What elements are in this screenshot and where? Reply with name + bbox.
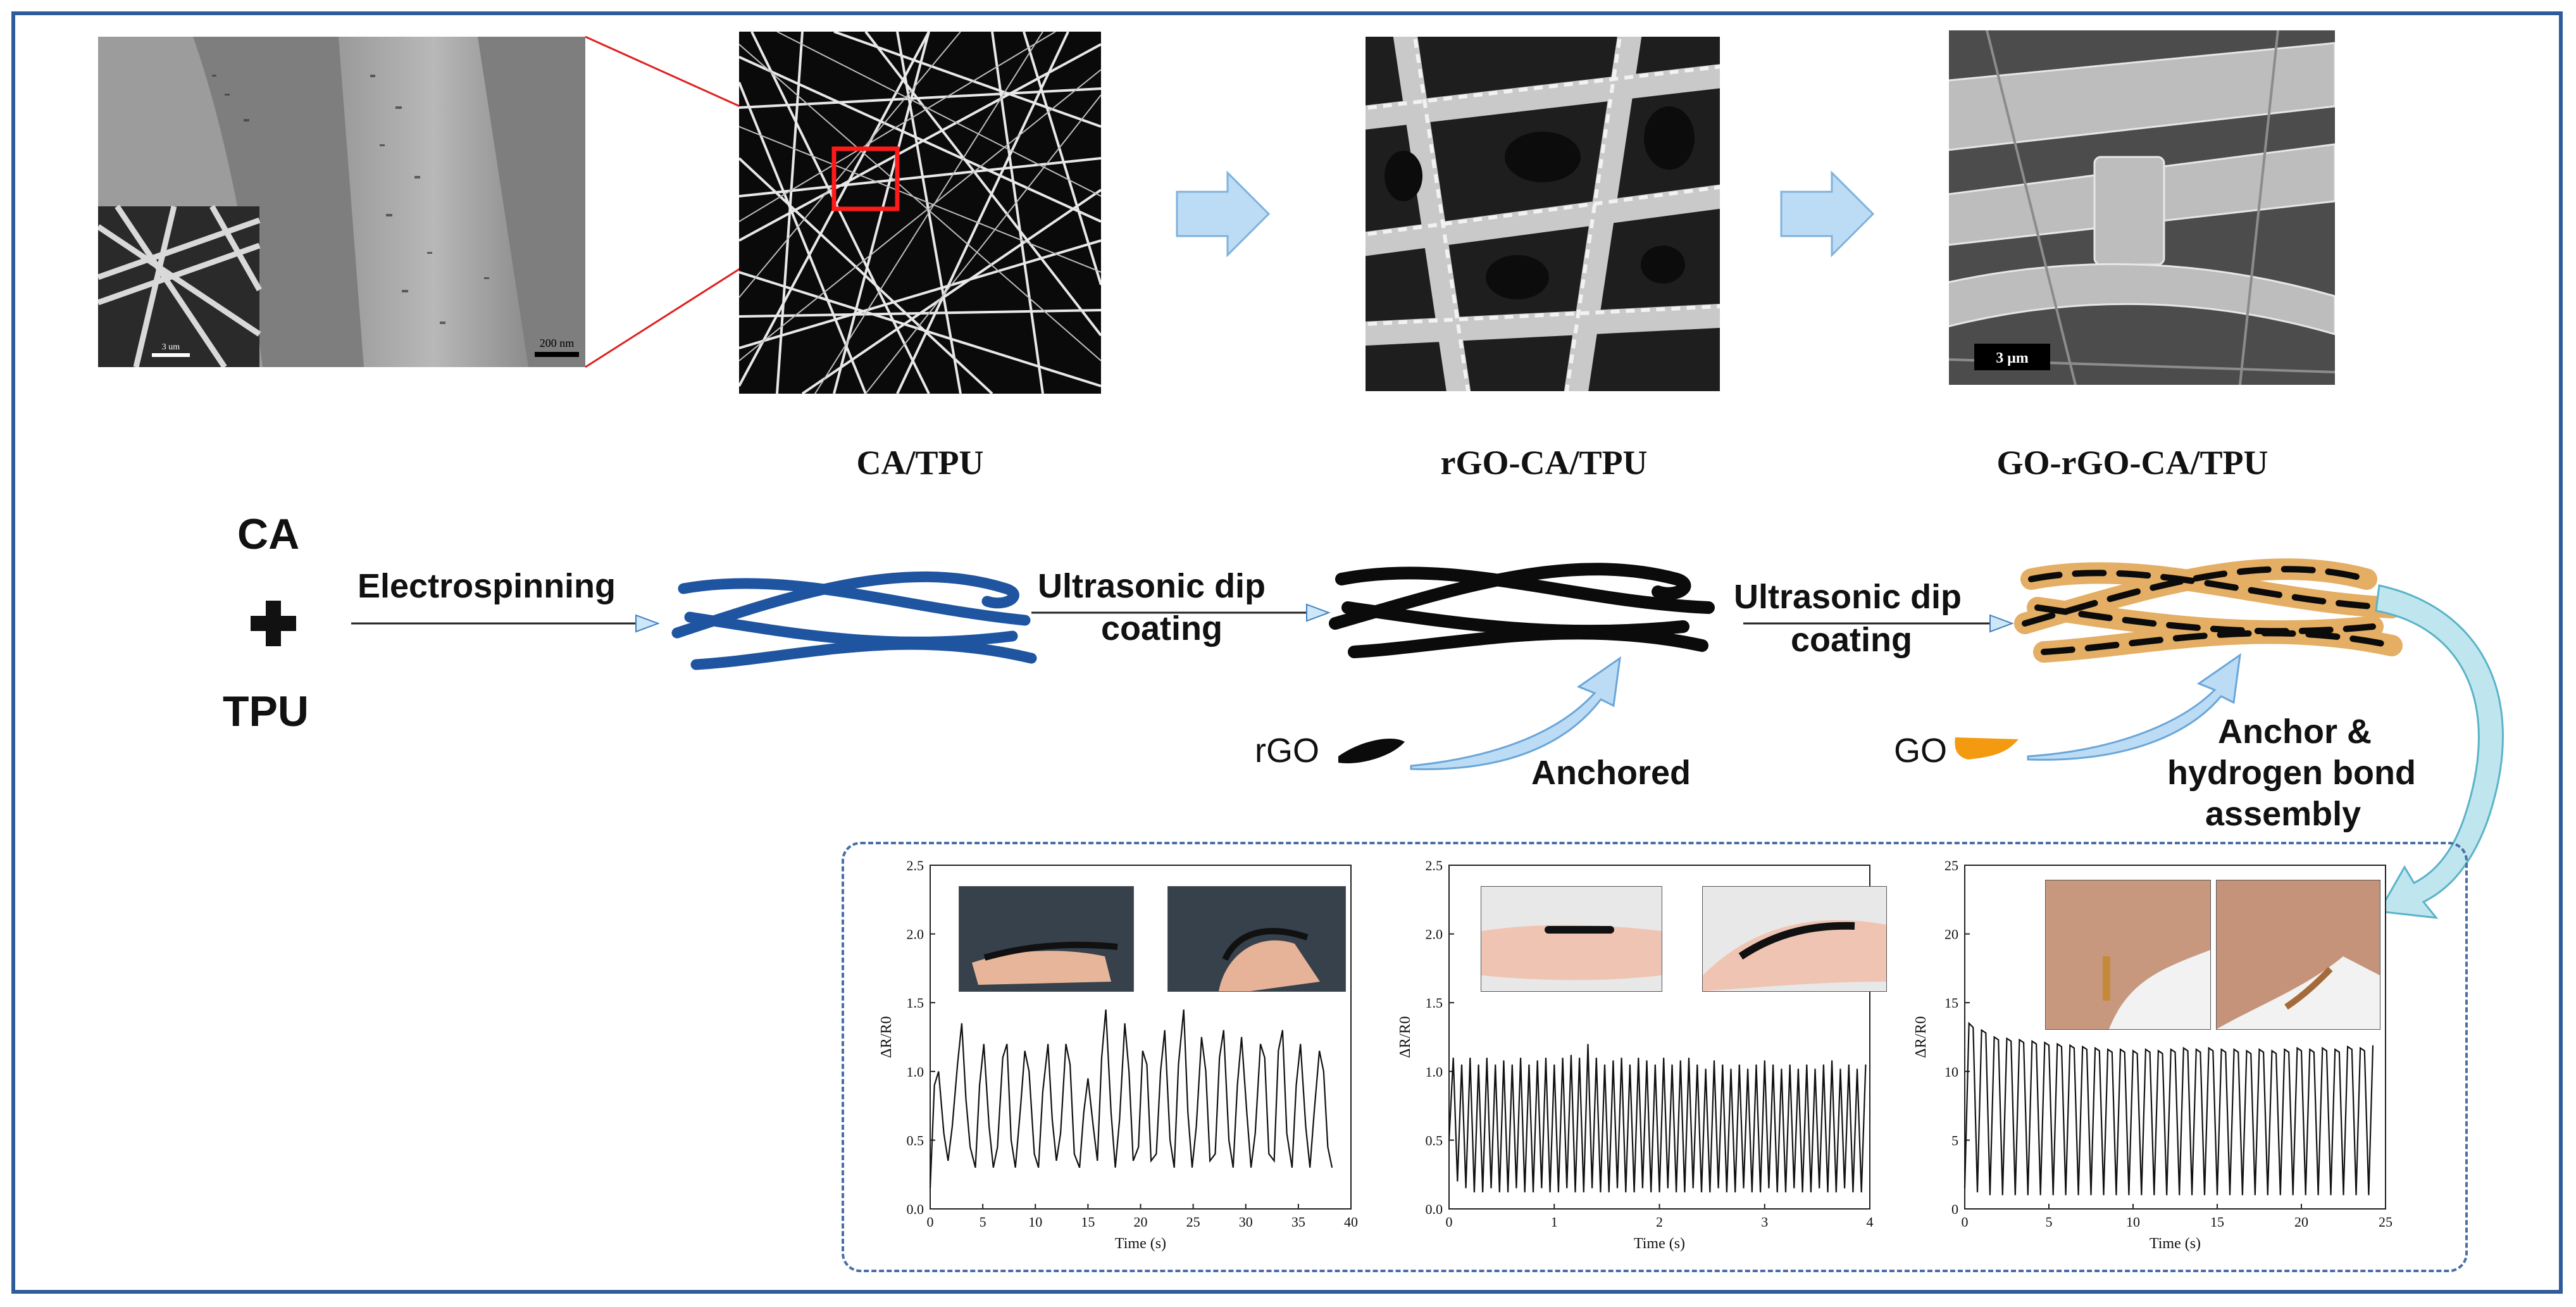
scale-bar-label-main: 200 nm [540,337,575,349]
photo-finger-straight [959,886,1134,992]
x-tick-label: 1 [1551,1214,1558,1230]
photo-knee-bent [2216,880,2380,1030]
y-tick-label: 15 [1944,995,1958,1011]
anchor-arrow-go [2027,653,2241,761]
x-tick-label: 10 [2126,1214,2140,1230]
y-axis-label: ΔR/R0 [1397,1016,1414,1058]
flow-arrow-1 [351,614,660,633]
step-dip-coating-1-line1: Ultrasonic dip [1038,567,1266,605]
y-tick-label: 1.0 [1426,1064,1443,1080]
x-tick-label: 25 [1186,1214,1200,1230]
step-dip-coating-2-line1: Ultrasonic dip [1734,578,1962,616]
sem-image-ca-tpu [739,32,1101,394]
flow-arrow-3 [1743,614,2014,633]
stage-label-go-rgo-ca-tpu: GO-rGO-CA/TPU [1996,444,2268,482]
x-tick-label: 3 [1761,1214,1768,1230]
plus-icon [251,601,296,646]
x-tick-label: 40 [1344,1214,1358,1230]
series-line [1963,1022,2374,1196]
y-tick-label: 0.0 [1426,1201,1443,1217]
x-tick-label: 15 [2210,1214,2224,1230]
photo-wrist-bent [1702,886,1887,992]
x-axis-label: Time (s) [1115,1235,1166,1252]
series-line [929,1009,1333,1189]
x-tick-label: 0 [1962,1214,1969,1230]
fibers-ca-tpu [671,571,1037,670]
x-tick-label: 5 [2046,1214,2053,1230]
y-tick-label: 0.5 [1426,1132,1443,1148]
process-arrow-1 [1176,170,1271,258]
x-tick-label: 2 [1656,1214,1663,1230]
anchor-arrow-rgo [1410,656,1621,770]
y-tick-label: 0 [1951,1201,1958,1217]
x-tick-label: 20 [2294,1214,2308,1230]
y-tick-label: 2.0 [1426,927,1443,942]
x-tick-label: 15 [1081,1214,1095,1230]
y-tick-label: 20 [1944,927,1958,942]
x-tick-label: 0 [1446,1214,1453,1230]
x-tick-label: 20 [1134,1214,1148,1230]
sensor-results-panel [842,842,2468,1272]
anchor-label-line1: Anchor & [2218,713,2372,751]
flow-arrow-2 [1031,603,1331,622]
y-tick-label: 1.5 [907,995,924,1011]
photo-knee-straight [2045,880,2211,1030]
figure-frame [11,11,2563,1294]
y-tick-label: 25 [1944,858,1958,873]
x-tick-label: 5 [980,1214,986,1230]
y-tick-label: 0.0 [907,1201,924,1217]
y-tick-label: 2.0 [907,927,924,942]
fibers-rgo-ca-tpu [1329,563,1715,658]
y-tick-label: 2.5 [1426,858,1443,873]
anchor-label-line3: assembly [2205,795,2361,833]
photo-finger-bent [1167,886,1346,992]
step-dip-coating-2-line2: coating [1791,621,1913,659]
y-tick-label: 2.5 [907,858,924,873]
y-tick-label: 10 [1944,1064,1958,1080]
process-arrow-2 [1780,170,1875,258]
series-line [1448,1044,1867,1192]
y-axis-label: ΔR/R0 [1913,1016,1929,1058]
x-tick-label: 25 [2379,1214,2392,1230]
step-electrospinning-label: Electrospinning [358,567,616,605]
x-tick-label: 10 [1028,1214,1042,1230]
anchored-label: Anchored [1531,754,1691,792]
sem-image-rgo-ca-tpu [1366,37,1720,391]
x-axis-label: Time (s) [1634,1235,1685,1252]
y-tick-label: 1.0 [907,1064,924,1080]
anchor-label-line2: hydrogen bond [2167,754,2416,792]
material-tpu: TPU [223,687,309,735]
step-dip-coating-1-line2: coating [1101,610,1223,647]
scale-bar-label-small: 3 um [162,342,180,352]
x-tick-label: 35 [1291,1214,1305,1230]
y-tick-label: 0.5 [907,1132,924,1148]
go-flake-icon [1955,737,2019,760]
rgo-label: rGO [1255,732,1319,770]
stage-label-rgo-ca-tpu: rGO-CA/TPU [1440,444,1648,482]
x-tick-label: 0 [927,1214,934,1230]
sem-image-go-rgo-ca-tpu: 3 μm [1949,30,2335,385]
y-tick-label: 1.5 [1426,995,1443,1011]
x-tick-label: 30 [1239,1214,1253,1230]
rgo-flake-icon [1338,738,1405,763]
x-axis-label: Time (s) [2150,1235,2201,1252]
sem-image-magnified-fiber: 3 um 200 nm [98,37,585,367]
curved-arrow-to-sensors [2375,584,2504,919]
material-ca: CA [237,510,300,558]
go-label: GO [1894,732,1948,770]
scale-bar-label-sem4: 3 μm [1996,350,2029,366]
stage-label-ca-tpu: CA/TPU [856,444,984,482]
y-axis-label: ΔR/R0 [878,1016,895,1058]
fibers-go-rgo-ca-tpu [2014,558,2403,663]
photo-wrist-straight [1481,886,1662,992]
x-tick-label: 4 [1867,1214,1874,1230]
y-tick-label: 5 [1951,1132,1958,1148]
